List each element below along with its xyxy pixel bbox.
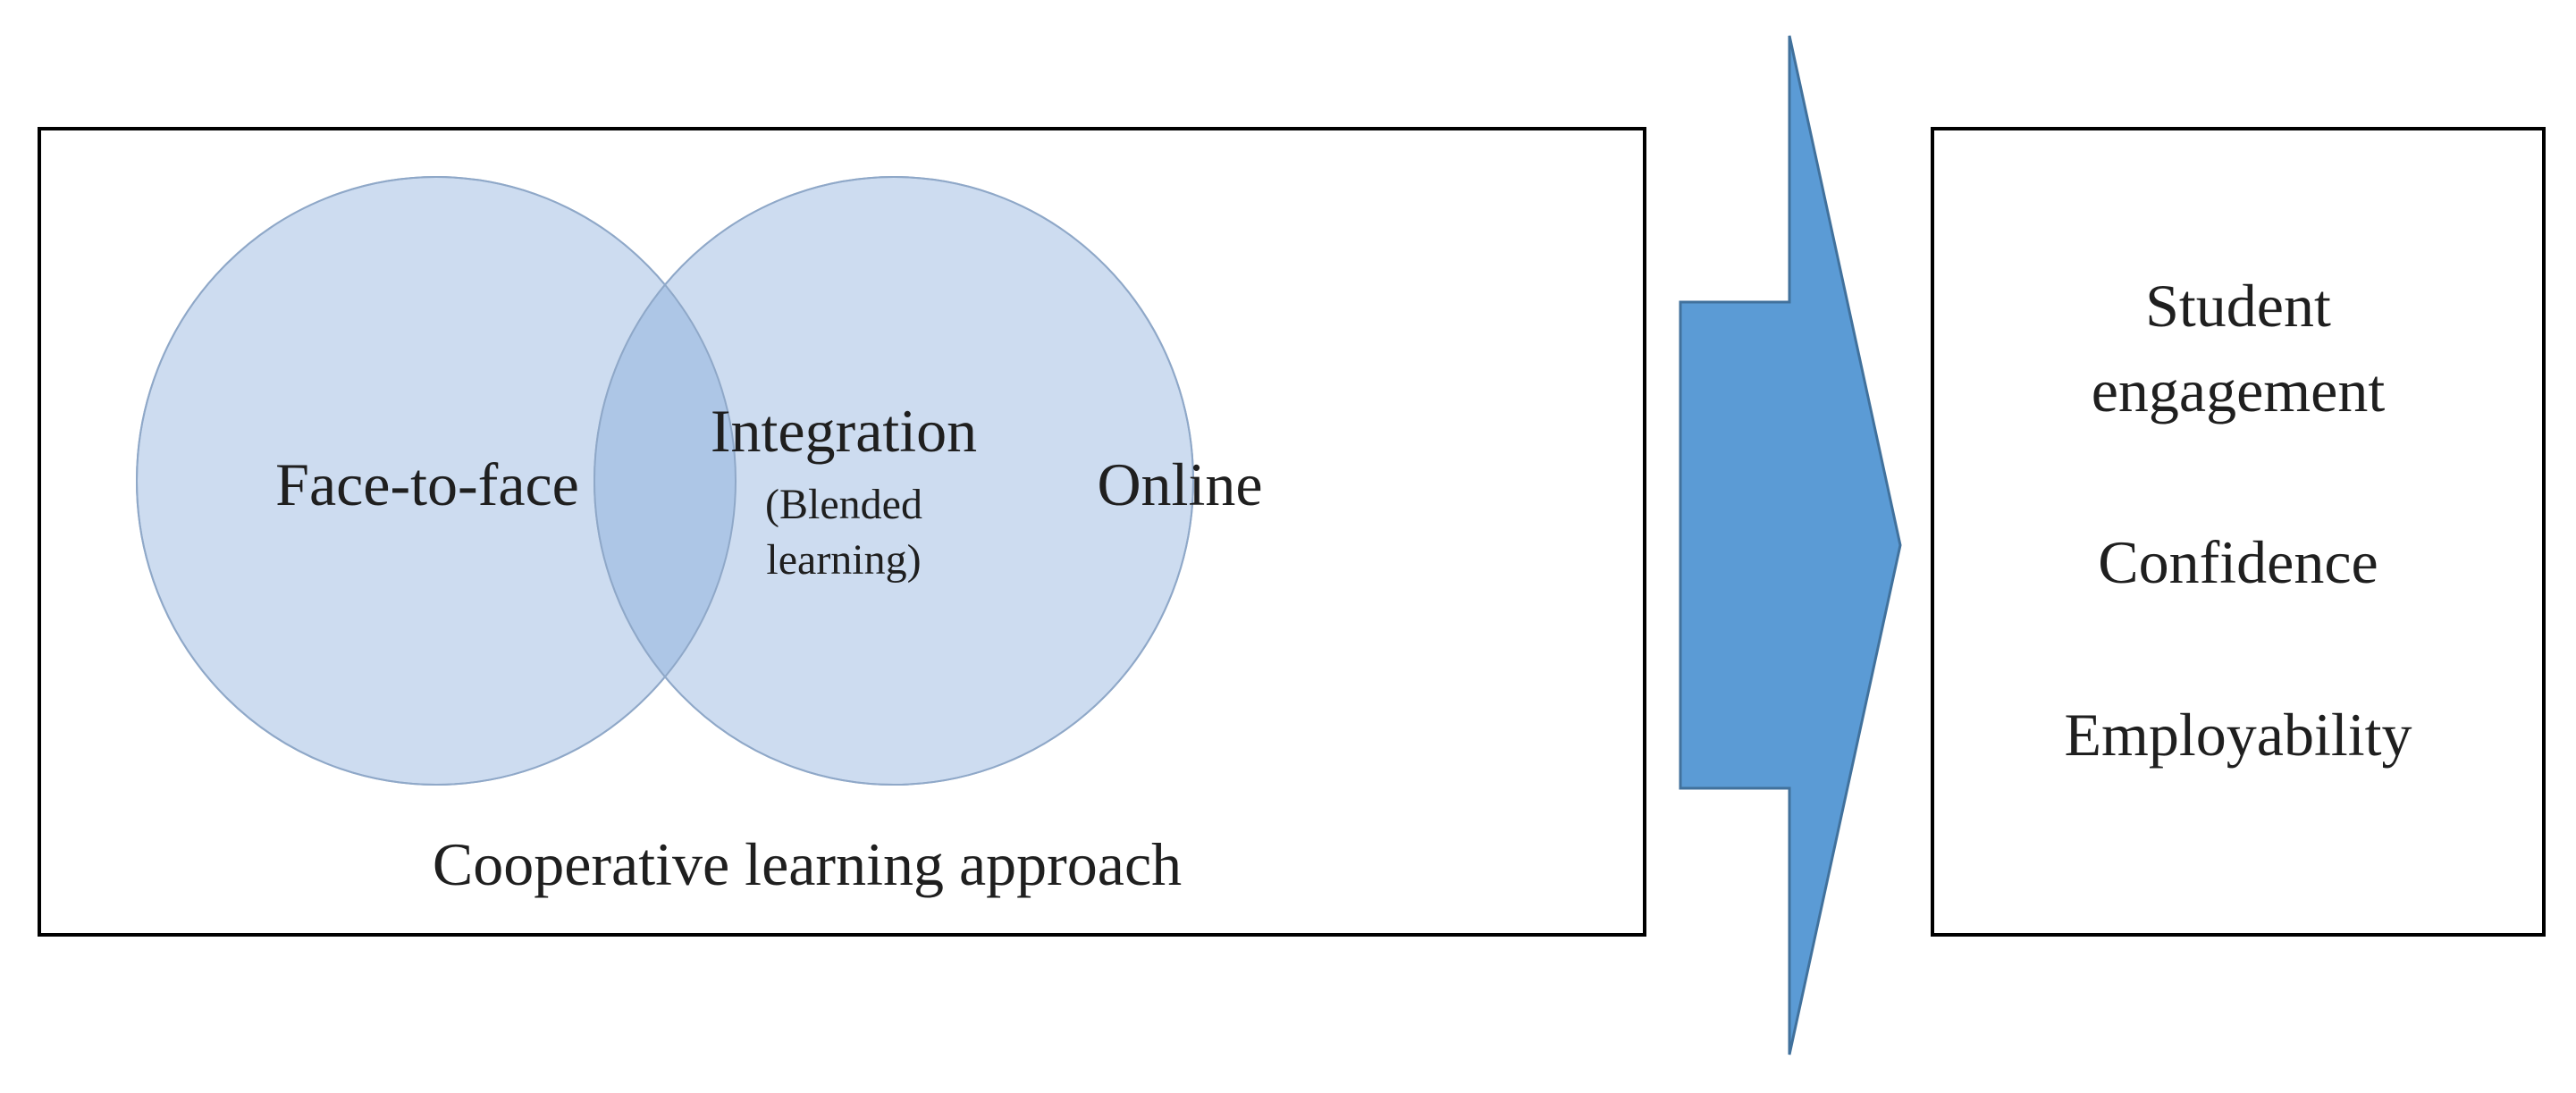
outcome-student-line1: Student	[2145, 272, 2331, 340]
integration-label: Integration	[711, 397, 977, 465]
outcome-confidence: Confidence	[2098, 528, 2378, 596]
outcomes-box	[1931, 127, 2546, 937]
online-label: Online	[1097, 450, 1262, 518]
face-to-face-label: Face-to-face	[275, 450, 579, 518]
blended-learning-label-line1: (Blended	[765, 481, 922, 528]
outcome-employability: Employability	[2064, 701, 2412, 769]
arrow-right-icon	[1679, 35, 1902, 1055]
cooperative-learning-caption: Cooperative learning approach	[433, 830, 1182, 898]
face-to-face-circle-outline	[136, 176, 737, 786]
blended-learning-label-line2: learning)	[766, 536, 921, 584]
online-circle-outline	[593, 176, 1194, 786]
outcome-student-line2: engagement	[2092, 357, 2386, 425]
